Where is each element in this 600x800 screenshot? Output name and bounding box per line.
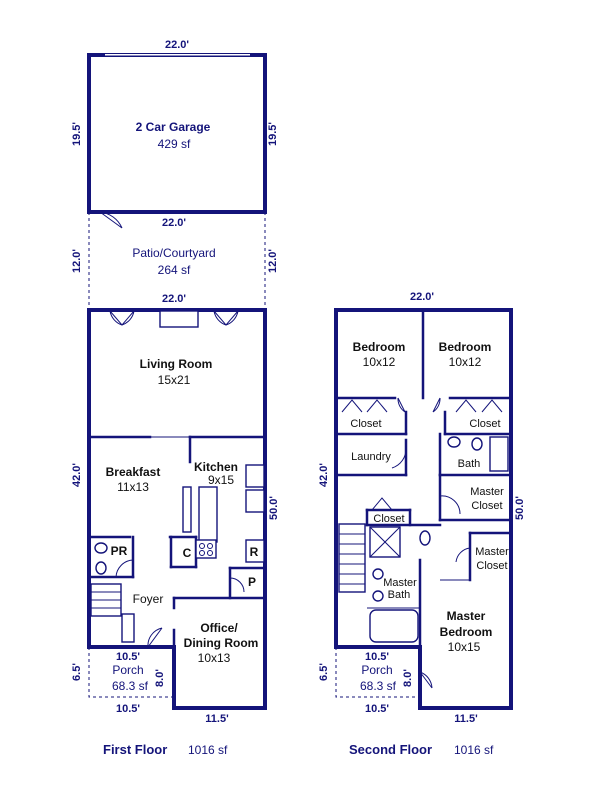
closet-left-label: Closet <box>350 418 381 430</box>
patio-name: Patio/Courtyard <box>132 246 215 260</box>
garage-top-dim: 22.0' <box>165 39 189 51</box>
foyer-label: Foyer <box>133 592 164 606</box>
master-closet2-line1: Master <box>475 546 509 558</box>
patio-right-dim: 12.0' <box>267 249 279 273</box>
closet-mid-label: Closet <box>373 513 404 525</box>
bathtub-icon <box>489 436 509 472</box>
refrigerator-icon <box>245 539 265 563</box>
garage-right-dim: 19.5' <box>267 122 279 146</box>
stove-icon <box>195 539 217 559</box>
patio-left-dim: 12.0' <box>71 249 83 273</box>
master-bath-line2: Bath <box>388 589 411 601</box>
garage-bottom-dim: 22.0' <box>162 217 186 229</box>
master-tub-icon <box>369 609 419 643</box>
first-left-dim: 42.0' <box>71 463 83 487</box>
kitchen-size: 9x15 <box>208 473 234 487</box>
pantry-label: P <box>248 575 256 589</box>
living-room-size: 15x21 <box>158 373 191 387</box>
breakfast-name: Breakfast <box>106 465 161 479</box>
second-left-dim: 42.0' <box>318 463 330 487</box>
first-floor-walls <box>87 308 267 710</box>
master-bedroom-line1: Master <box>447 609 486 623</box>
fireplace-icon <box>159 310 199 328</box>
porch2-name: Porch <box>361 663 392 677</box>
front-door-first-icon <box>147 627 163 648</box>
master-closet1-line2: Closet <box>471 500 502 512</box>
porch2-area: 68.3 sf <box>360 679 397 693</box>
porch2-left-dim: 6.5' <box>318 663 330 681</box>
second-top-dim: 22.0' <box>410 291 434 303</box>
master-closet2-line2: Closet <box>476 560 507 572</box>
first-floor-sf: 1016 sf <box>188 743 228 757</box>
master-bath-line1: Master <box>383 577 417 589</box>
second-bottom-dim: 11.5' <box>454 713 478 725</box>
patio <box>88 212 266 310</box>
second-floor-sf: 1016 sf <box>454 743 494 757</box>
stairs-second-icon <box>338 523 366 593</box>
second-floor-walls <box>334 308 513 710</box>
bedroom2-size: 10x12 <box>449 355 482 369</box>
pr-sink-icon <box>94 542 108 554</box>
porch1-bottom-dim: 10.5' <box>116 703 140 715</box>
first-floor-title: First Floor <box>103 742 167 757</box>
porch1-right-dim: 8.0' <box>154 669 166 687</box>
garage-area: 429 sf <box>158 137 191 151</box>
powder-room-label: PR <box>111 544 128 558</box>
sink-icon <box>245 464 265 488</box>
patio-door-left-icon <box>109 310 135 326</box>
dishwasher-icon <box>245 489 265 513</box>
porch2-right-dim: 8.0' <box>402 669 414 687</box>
bath-sink-icon <box>447 436 461 448</box>
second-right-dim: 50.0' <box>514 496 526 520</box>
coat-closet-icon <box>121 613 135 643</box>
garage-left-dim: 19.5' <box>71 122 83 146</box>
master-bedroom-size: 10x15 <box>448 640 481 654</box>
laundry-label: Laundry <box>351 451 391 463</box>
closet-left-doors-icon <box>341 399 388 413</box>
office-name-2: Dining Room <box>184 636 259 650</box>
front-door-second-icon <box>419 671 433 689</box>
master-sink2-icon <box>372 590 384 602</box>
master-toilet-icon <box>419 530 431 546</box>
range-label: R <box>250 545 259 559</box>
patio-area: 264 sf <box>158 263 191 277</box>
pr-toilet-icon <box>95 561 107 575</box>
master-bedroom-line2: Bedroom <box>440 625 493 639</box>
bedroom1-size: 10x12 <box>363 355 396 369</box>
porch1-top-dim: 10.5' <box>116 651 140 663</box>
first-right-dim: 50.0' <box>268 496 280 520</box>
porch2-top-dim: 10.5' <box>365 651 389 663</box>
closet-c-label: C <box>183 546 192 560</box>
master-sink1-icon <box>372 568 384 580</box>
breakfast-size: 11x13 <box>117 480 149 494</box>
garage <box>87 53 267 229</box>
garage-name: 2 Car Garage <box>136 120 211 134</box>
bath-toilet-icon <box>471 437 483 451</box>
porch2-bottom-dim: 10.5' <box>365 703 389 715</box>
bedroom1-name: Bedroom <box>353 340 406 354</box>
living-room-name: Living Room <box>140 357 213 371</box>
office-size: 10x13 <box>198 651 231 665</box>
garage-door-icon <box>99 211 123 229</box>
bath-label: Bath <box>458 458 481 470</box>
closet-right-label: Closet <box>469 418 500 430</box>
master-closet1-line1: Master <box>470 486 504 498</box>
porch1-left-dim: 6.5' <box>71 663 83 681</box>
kitchen-name: Kitchen <box>194 460 238 474</box>
bedroom2-name: Bedroom <box>439 340 492 354</box>
office-name-1: Office/ <box>200 621 238 635</box>
porch1-area: 68.3 sf <box>112 679 149 693</box>
closet-right-doors-icon <box>455 399 503 413</box>
patio-door-right-icon <box>213 310 239 326</box>
patio-bottom-dim: 22.0' <box>162 293 186 305</box>
second-floor-title: Second Floor <box>349 742 432 757</box>
first-bottom-dim: 11.5' <box>205 713 229 725</box>
porch1-name: Porch <box>112 663 143 677</box>
